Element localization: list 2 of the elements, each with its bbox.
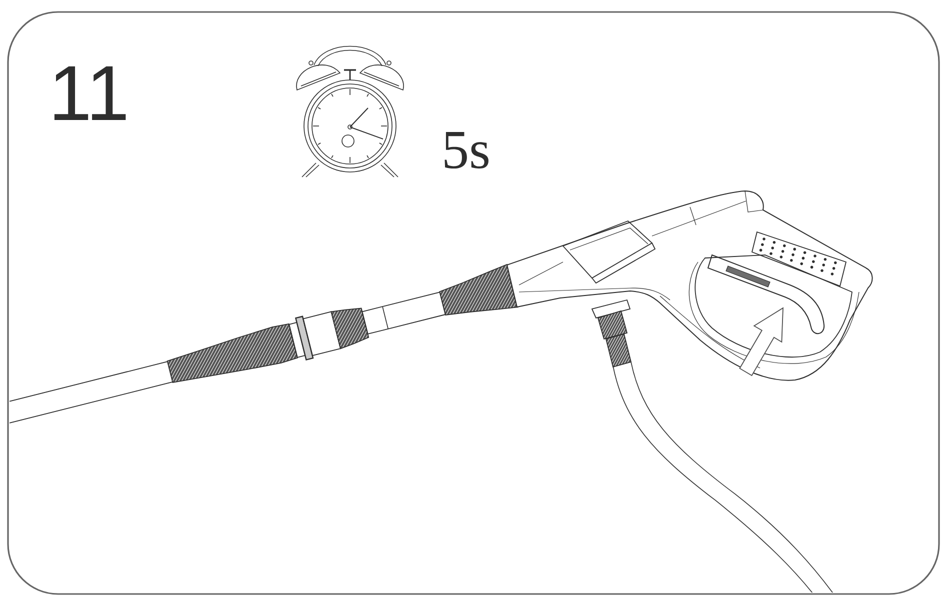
step-number: 11	[54, 66, 126, 120]
duration-text: 5s	[444, 132, 488, 169]
